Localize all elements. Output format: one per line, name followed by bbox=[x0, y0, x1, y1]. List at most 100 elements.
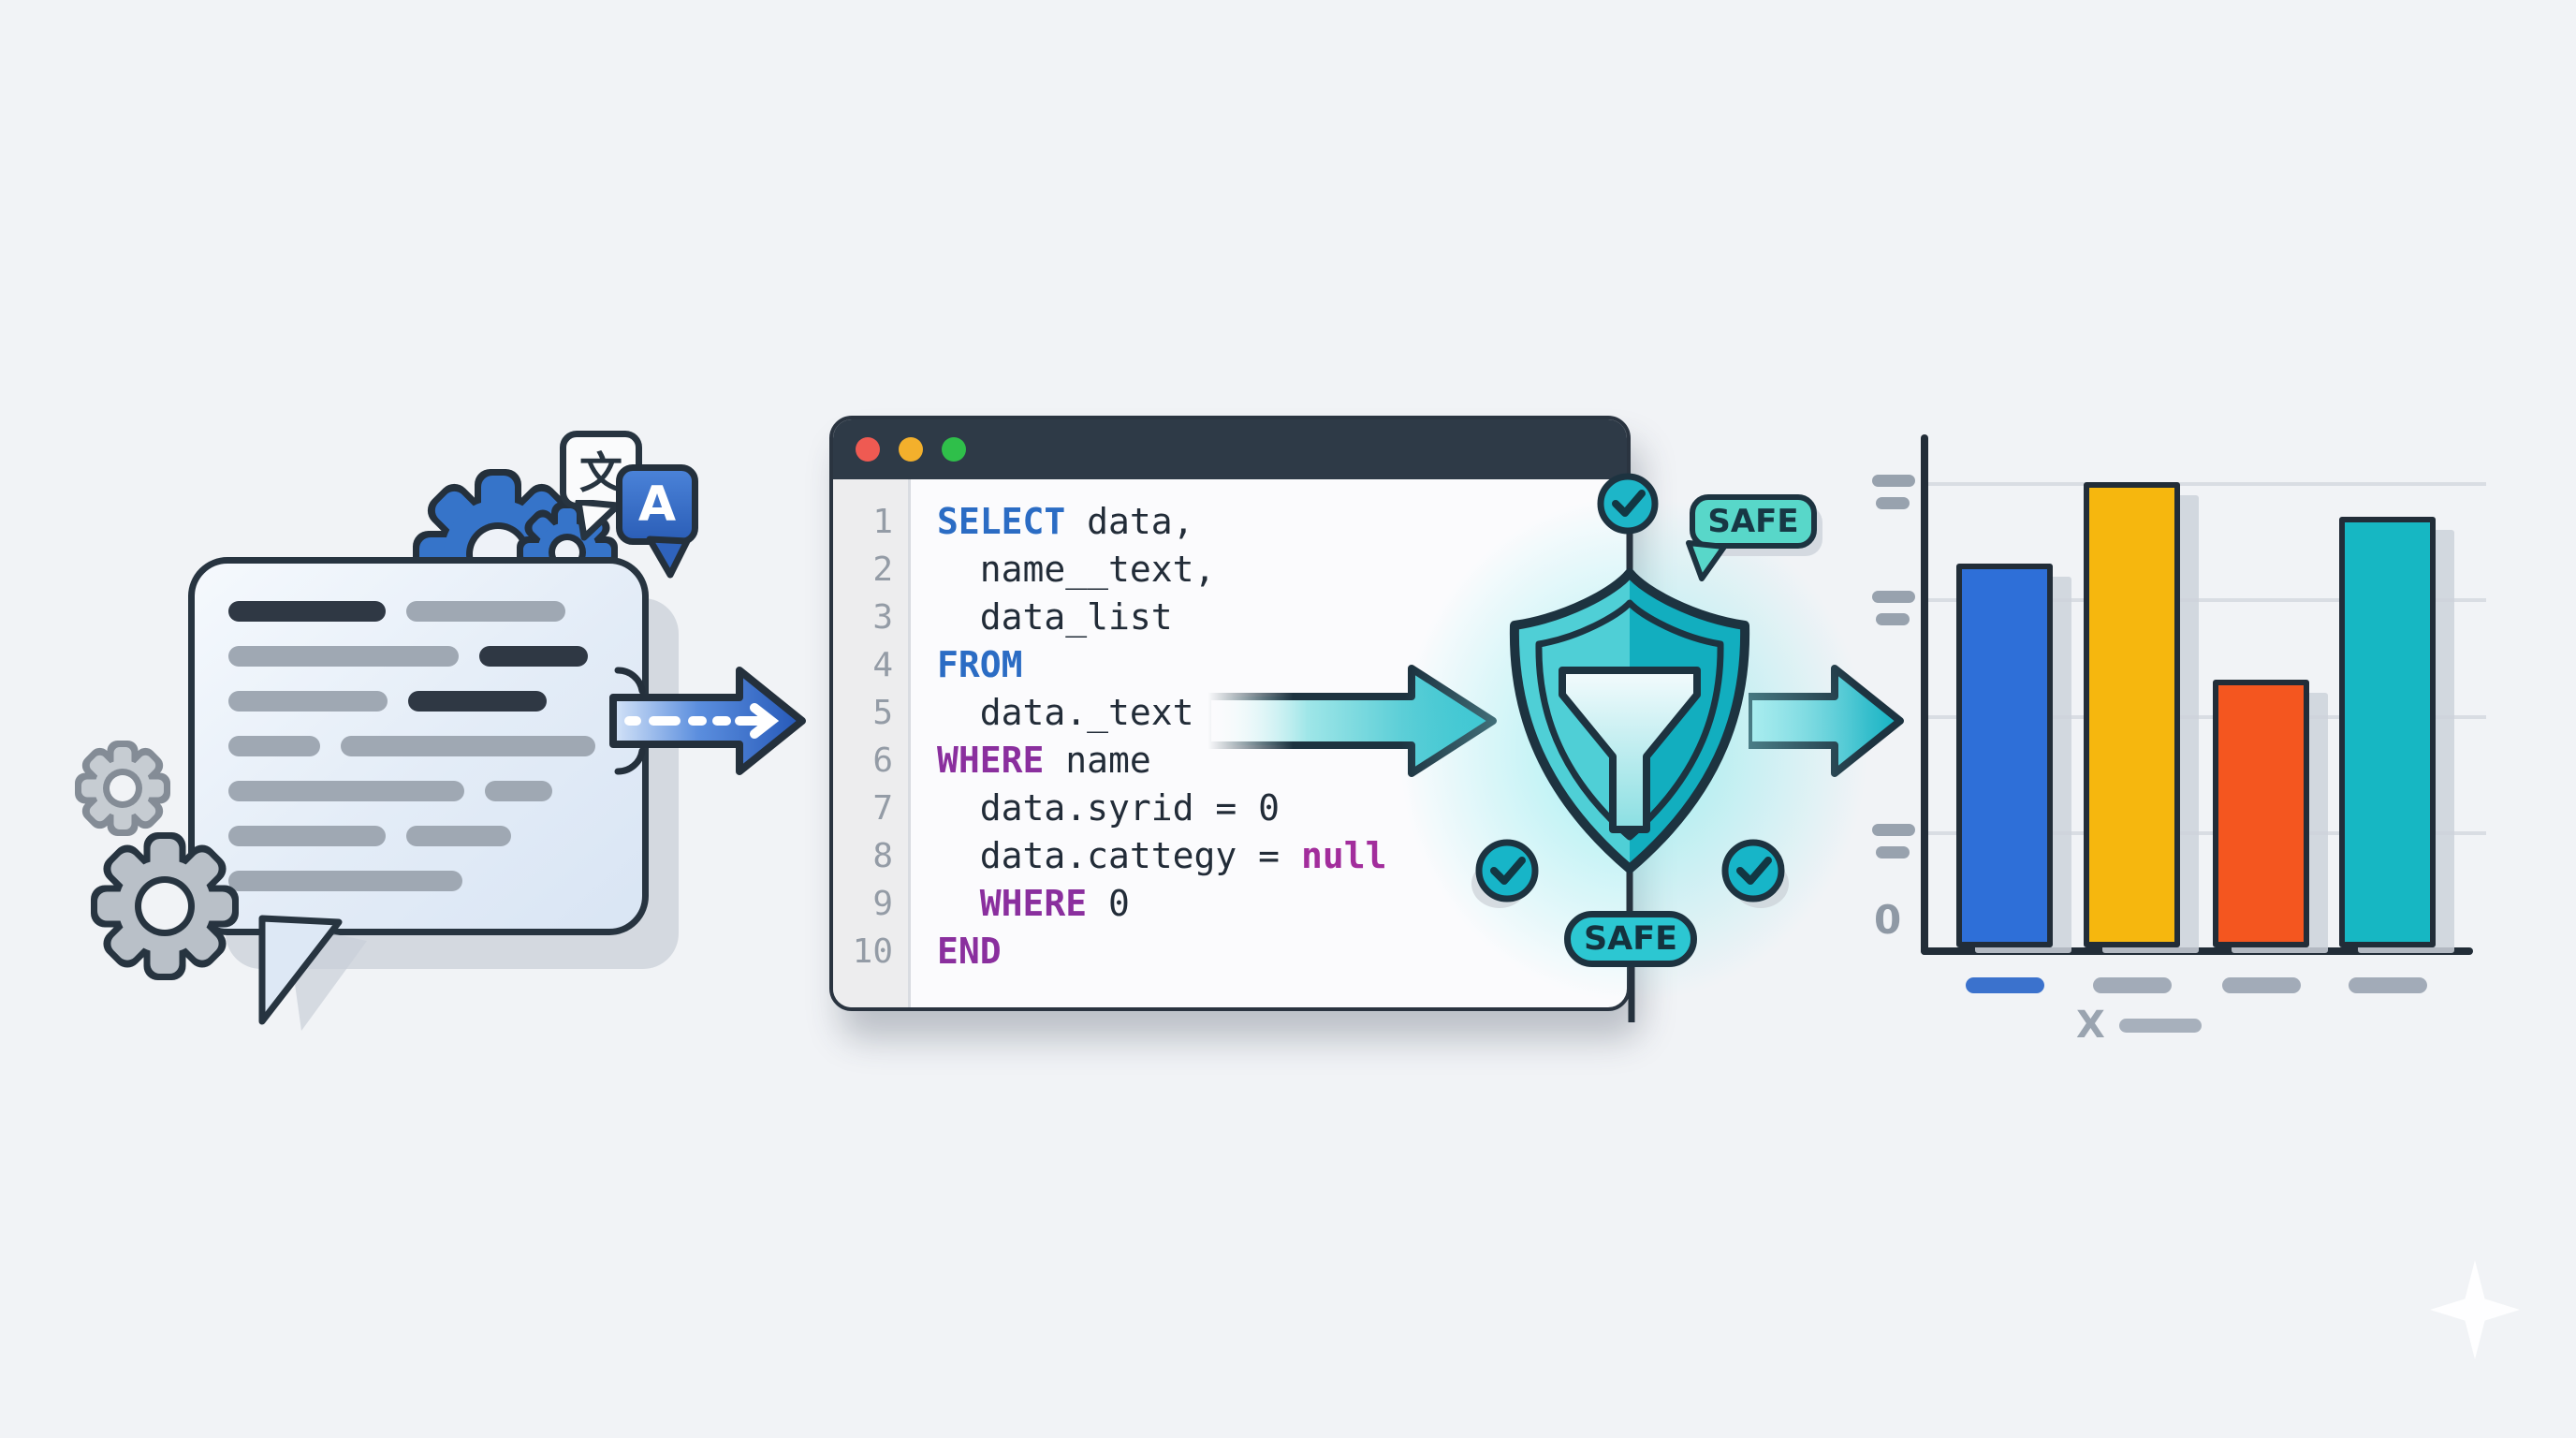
code-line: SELECT data, bbox=[937, 498, 1386, 546]
check-icon bbox=[1597, 473, 1659, 535]
line-number-gutter: 1 2 3 4 5 6 7 8 9 10 bbox=[833, 479, 911, 1007]
x-tick-dash bbox=[2093, 977, 2172, 993]
text-line-bar bbox=[228, 781, 464, 801]
code-token: data, bbox=[1065, 501, 1194, 542]
translate-latin-glyph: A bbox=[637, 477, 677, 533]
code-token: 0 bbox=[1087, 883, 1130, 924]
sparkle-icon bbox=[2430, 1260, 2520, 1359]
code-line: data._text bbox=[937, 689, 1386, 737]
speech-bubble-tail bbox=[258, 915, 367, 1031]
arrow-right-blue-icon bbox=[609, 667, 806, 775]
y-tick-dash bbox=[1872, 823, 1915, 836]
code-token: name__text, bbox=[937, 549, 1216, 590]
line-number: 9 bbox=[872, 885, 893, 923]
line-number: 10 bbox=[852, 932, 893, 971]
translate-zh-tail bbox=[575, 500, 622, 541]
gear-icon bbox=[91, 832, 239, 980]
code-line: data_list bbox=[937, 594, 1386, 641]
code-token: FROM bbox=[937, 644, 1023, 685]
code-line: WHERE 0 bbox=[937, 880, 1386, 928]
translate-a-bubble: A bbox=[616, 464, 698, 545]
traffic-light-red bbox=[856, 437, 880, 462]
safe-pill-badge: SAFE bbox=[1564, 911, 1697, 967]
line-number: 5 bbox=[872, 694, 893, 732]
text-line-bar bbox=[406, 601, 565, 622]
text-line-bar bbox=[228, 736, 320, 756]
line-number: 4 bbox=[872, 646, 893, 684]
code-token: data._text bbox=[937, 692, 1194, 733]
bar bbox=[2213, 680, 2309, 947]
y-tick-dash bbox=[1876, 497, 1910, 509]
grid-line bbox=[1928, 714, 2486, 719]
translate-zh-glyph: 文 bbox=[579, 448, 622, 498]
code-line: WHERE name bbox=[937, 737, 1386, 785]
y-tick-dash bbox=[1876, 845, 1910, 858]
code-token: name bbox=[1044, 740, 1151, 781]
code-line: data.cattegy = null bbox=[937, 832, 1387, 880]
code-token: SELECT bbox=[937, 501, 1066, 542]
grid-line bbox=[1928, 830, 2486, 835]
text-line-bar bbox=[408, 691, 547, 712]
line-number: 6 bbox=[872, 741, 893, 780]
check-icon bbox=[1721, 839, 1789, 908]
y-tick-dash bbox=[1876, 613, 1910, 626]
line-number: 3 bbox=[872, 598, 893, 637]
editor-body: 1 2 3 4 5 6 7 8 9 10 SELECT data, name__text, dat… bbox=[833, 479, 1627, 1007]
gear-icon bbox=[75, 741, 170, 836]
line-number: 7 bbox=[872, 789, 893, 828]
text-line bbox=[228, 646, 614, 667]
text-line-bar bbox=[479, 646, 588, 667]
x-axis-title: X bbox=[2076, 1004, 2105, 1047]
code-token: data.cattegy = bbox=[937, 835, 1301, 876]
x-axis-title-dash bbox=[2119, 1019, 2202, 1033]
speech-bubble-group: 文 A bbox=[0, 0, 842, 1438]
text-line-bar bbox=[228, 691, 388, 712]
grid-line bbox=[1928, 598, 2486, 603]
translate-a-tail bbox=[646, 536, 691, 579]
code-line: END bbox=[937, 928, 1386, 976]
window-titlebar bbox=[833, 419, 1627, 479]
placeholder-text-lines bbox=[228, 601, 614, 916]
y-tick-dash bbox=[1872, 475, 1915, 487]
code-token: null bbox=[1300, 835, 1387, 876]
check-icon bbox=[1471, 839, 1539, 908]
code-token: WHERE bbox=[979, 883, 1088, 924]
text-line bbox=[228, 826, 614, 846]
safe-badge: SAFE bbox=[1690, 494, 1817, 549]
code-line: FROM bbox=[937, 641, 1386, 689]
text-line-bar bbox=[228, 601, 386, 622]
text-line-bar bbox=[228, 871, 462, 891]
grid-line bbox=[1928, 482, 2486, 486]
safe-badge-tail bbox=[1686, 540, 1727, 581]
funnel-icon bbox=[1559, 667, 1701, 833]
text-line bbox=[228, 601, 614, 622]
speech-bubble bbox=[188, 557, 649, 935]
text-line-bar bbox=[341, 736, 595, 756]
text-line-bar bbox=[228, 646, 459, 667]
gear-icons-front bbox=[75, 741, 239, 980]
y-axis-zero-label: 0 bbox=[1874, 897, 1902, 943]
code-line: data.syrid = 0 bbox=[937, 785, 1386, 832]
bar bbox=[1956, 563, 2053, 947]
bar bbox=[2339, 517, 2436, 947]
x-tick-dash bbox=[1966, 977, 2044, 993]
text-line-bar bbox=[406, 826, 511, 846]
dashed-line-icon bbox=[624, 703, 780, 739]
text-line bbox=[228, 691, 614, 712]
code-line: name__text, bbox=[937, 546, 1386, 594]
text-line-bar bbox=[485, 781, 552, 801]
line-number: 8 bbox=[872, 837, 893, 875]
safe-badge-label: SAFE bbox=[1707, 503, 1799, 540]
line-number: 2 bbox=[872, 550, 893, 589]
code-token: data_list bbox=[937, 596, 1173, 638]
bar-chart: 0 X bbox=[1853, 412, 2527, 1086]
safety-filter-group bbox=[1471, 473, 1789, 1022]
code-token: data.syrid = 0 bbox=[937, 787, 1281, 829]
text-line bbox=[228, 736, 614, 756]
code-token: WHERE bbox=[937, 740, 1045, 781]
line-number: 1 bbox=[872, 503, 893, 541]
text-line bbox=[228, 871, 614, 891]
y-axis bbox=[1921, 434, 1928, 955]
